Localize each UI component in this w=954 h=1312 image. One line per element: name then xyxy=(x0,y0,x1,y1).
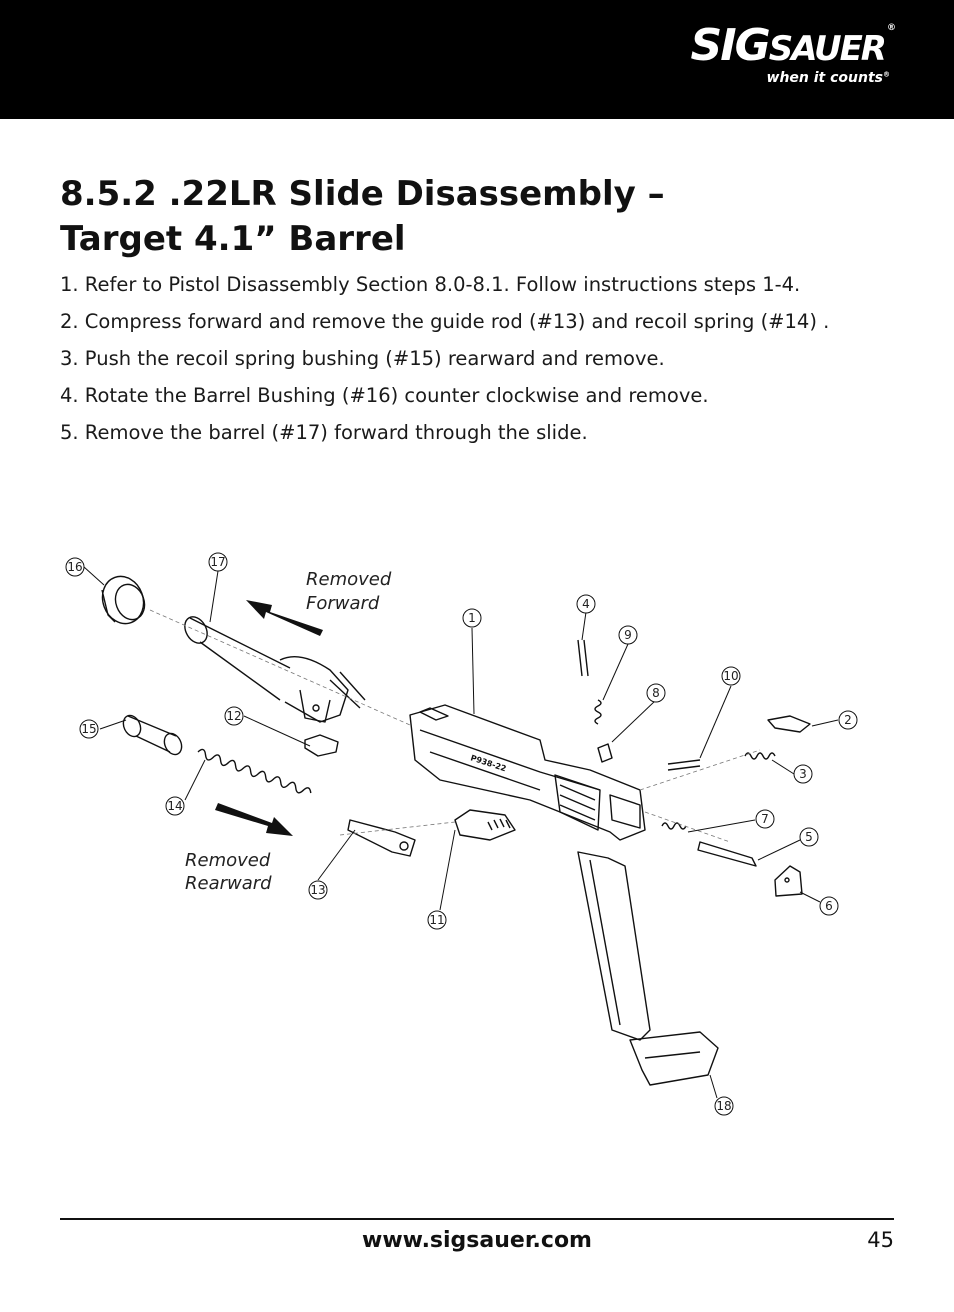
callout-17: 17 xyxy=(210,555,225,569)
title-line-2: Target 4.1” Barrel xyxy=(60,219,406,259)
extractor-part xyxy=(454,809,516,841)
instruction-step: 1. Refer to Pistol Disassembly Section 8… xyxy=(60,273,801,296)
instruction-step: 2. Compress forward and remove the guide… xyxy=(60,310,830,333)
callout-4: 4 xyxy=(582,597,590,611)
exploded-parts-diagram: 16 17 1 4 9 10 8 2 3 12 15 14 7 5 6 13 1… xyxy=(65,552,858,1116)
logo-tagline: when it counts® xyxy=(766,70,890,86)
small-block-part xyxy=(304,734,339,757)
callout-5: 5 xyxy=(805,830,813,844)
plunger-part xyxy=(597,743,613,763)
section-title: 8.5.2 .22LR Slide Disassembly – Target 4… xyxy=(60,172,760,262)
arrow-forward-icon xyxy=(246,600,323,636)
recoil-spring-bushing-part xyxy=(122,714,183,756)
recoil-spring-part xyxy=(197,748,312,794)
instruction-step: 3. Push the recoil spring bushing (#15) … xyxy=(60,347,665,370)
arrow-rearward-icon xyxy=(215,803,293,836)
note-removed-forward-1: Removed xyxy=(306,569,392,590)
sig-sauer-logo: SIGSAUER® when it counts® xyxy=(691,23,896,87)
callout-10: 10 xyxy=(723,669,738,683)
callout-2: 2 xyxy=(844,713,852,727)
firing-pin-spring-part xyxy=(661,822,687,830)
small-spring-part xyxy=(594,699,602,725)
note-removed-rearward-2: Rearward xyxy=(185,873,272,894)
callout-1: 1 xyxy=(468,611,476,625)
instruction-step: 5. Remove the barrel (#17) forward throu… xyxy=(60,421,588,444)
logo-registered-mark: ® xyxy=(887,23,896,33)
callout-18: 18 xyxy=(716,1099,731,1113)
tagline-registered-mark: ® xyxy=(883,70,890,79)
barrel-part xyxy=(184,616,366,723)
callout-markers xyxy=(65,552,858,1116)
assembly-axis-lines xyxy=(149,609,761,843)
callout-13: 13 xyxy=(310,883,325,897)
magazine-part xyxy=(577,851,719,1086)
pin-part xyxy=(577,639,589,677)
extractor-spring-part xyxy=(744,752,776,760)
callout-9: 9 xyxy=(624,628,632,642)
title-line-1: 8.5.2 .22LR Slide Disassembly – xyxy=(60,174,665,214)
note-removed-forward-2: Forward xyxy=(306,593,380,614)
callout-15: 15 xyxy=(81,722,96,736)
removal-arrows xyxy=(215,600,323,836)
callout-14: 14 xyxy=(167,799,182,813)
note-removed-rearward-1: Removed xyxy=(185,850,271,871)
firing-pin-part xyxy=(697,841,757,867)
slide-part xyxy=(409,704,646,841)
callout-11: 11 xyxy=(429,913,444,927)
instruction-step: 4. Rotate the Barrel Bushing (#16) count… xyxy=(60,384,709,407)
extractor-lever-part xyxy=(767,715,811,733)
callout-16: 16 xyxy=(67,560,82,574)
logo-sauer-text: SAUER xyxy=(768,29,887,69)
callout-6: 6 xyxy=(825,899,833,913)
retaining-plate-part xyxy=(774,865,803,897)
rear-pin-part xyxy=(667,759,701,771)
instruction-steps: 1. Refer to Pistol Disassembly Section 8… xyxy=(60,266,829,451)
logo-sig-text: SIG xyxy=(690,20,771,71)
callout-3: 3 xyxy=(799,767,807,781)
callout-8: 8 xyxy=(652,686,660,700)
callout-leaders xyxy=(83,566,839,1099)
page-number: 45 xyxy=(867,1228,894,1252)
guide-rod-part xyxy=(347,819,416,857)
footer-website: www.sigsauer.com xyxy=(362,1228,592,1253)
page-header: SIGSAUER® when it counts® xyxy=(0,0,954,119)
slide-marking: P938-22 xyxy=(469,753,507,773)
barrel-bushing-part xyxy=(101,575,146,625)
callout-12: 12 xyxy=(226,709,241,723)
callout-7: 7 xyxy=(761,812,769,826)
footer-rule xyxy=(60,1218,894,1220)
